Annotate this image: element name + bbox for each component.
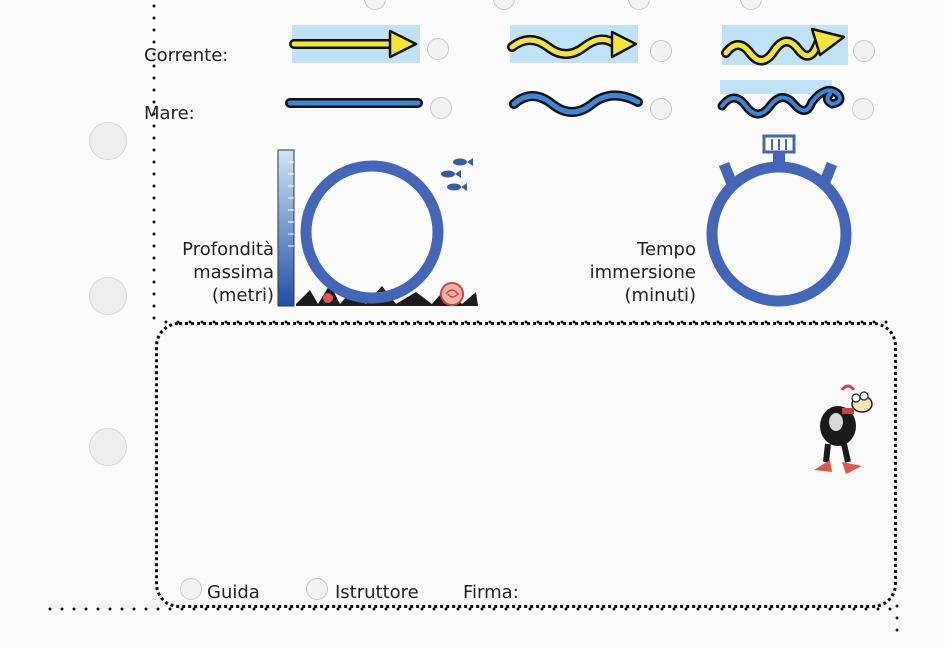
top-row-radio-4[interactable] [740,0,762,10]
time-label-line-2: immersione [589,262,696,283]
punch-hole-bottom [89,428,127,466]
guide-label: Guida [207,582,260,603]
bottom-dotted-line [44,607,894,611]
instructor-radio[interactable] [306,578,328,600]
punch-hole-middle [89,277,127,315]
sea-radio-1[interactable] [430,97,452,119]
straight-arrow-icon [289,25,420,63]
time-label-line-3: (minuti) [624,285,696,306]
current-radio-2[interactable] [650,40,672,62]
depth-label-line-3: (metri) [211,285,274,306]
sea-radio-2[interactable] [650,98,672,120]
strong-wavy-arrow-icon [721,25,848,66]
depth-gauge-icon [277,149,478,307]
left-dotted-line [152,0,156,322]
sea-label: Mare: [144,103,195,124]
depth-label-line-2: massima [193,262,274,283]
depth-label-line-1: Profondità [182,239,274,260]
notes-box[interactable] [155,322,897,608]
calm-sea-icon [285,98,423,108]
diver-mascot-icon [814,384,873,474]
instructor-label: Istruttore [335,582,419,603]
wavy-arrow-icon [507,25,638,63]
signature-label: Firma: [463,582,519,603]
punch-hole-top [89,122,127,160]
rough-sea-icon [717,80,845,119]
current-label: Corrente: [144,45,229,66]
guide-radio[interactable] [180,578,202,600]
sea-radio-3[interactable] [852,98,874,120]
current-radio-3[interactable] [853,40,875,62]
depth-label: Profondità massima (metri) [150,238,274,307]
stopwatch-icon [706,134,852,307]
top-row-radio-2[interactable] [493,0,515,10]
right-dotted-line [895,600,899,636]
top-row-radio-3[interactable] [628,0,650,10]
top-row-radio-1[interactable] [364,0,386,10]
time-label: Tempo immersione (minuti) [560,238,696,307]
time-label-line-1: Tempo [637,239,696,260]
moderate-sea-icon [509,90,643,117]
current-radio-1[interactable] [427,38,449,60]
